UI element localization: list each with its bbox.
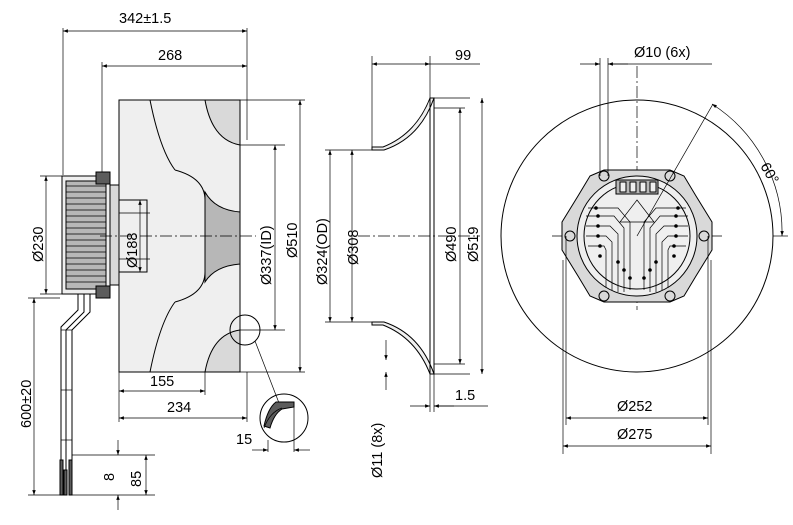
dim-front-275: Ø275 [617, 427, 652, 443]
side-view: 342±1.5 268 Ø230 [19, 11, 310, 510]
housing-view: 99 Ø324(OD) Ø308 Ø490 Ø519 1.5 [315, 48, 488, 478]
dim-front-252: Ø252 [617, 399, 652, 415]
dim-shaft-diameter: Ø188 [125, 233, 141, 268]
dim-inner-diameter: Ø337(ID) [259, 225, 275, 285]
mount-hole-4 [698, 230, 710, 242]
dim-housing-519: Ø519 [466, 227, 482, 262]
dim-wheel-length: 268 [158, 48, 182, 64]
dim-outer-diameter: Ø510 [285, 223, 301, 258]
dim-housing-holes: Ø11 (8x) [370, 423, 386, 478]
housing-profile-upper [371, 97, 435, 151]
dim-front-angle: 60° [757, 160, 782, 187]
dim-overall-length: 342±1.5 [119, 11, 171, 27]
dim-width-234: 234 [167, 400, 191, 416]
dim-detail-15: 15 [236, 432, 252, 448]
dim-housing-thickness: 1.5 [455, 388, 475, 404]
mount-hole-5 [598, 290, 610, 302]
mount-hole-6 [664, 290, 676, 302]
dim-cable-8: 8 [102, 473, 118, 481]
dim-housing-depth: 99 [455, 48, 471, 64]
mount-hole-3 [564, 230, 576, 242]
detail-circle [229, 314, 261, 346]
backplate [109, 184, 120, 286]
dim-housing-490: Ø490 [444, 227, 460, 262]
dim-housing-od: Ø324(OD) [315, 218, 331, 285]
dim-cable-length: 600±20 [19, 380, 35, 428]
mount-hole-1 [598, 170, 610, 182]
dim-cable-85: 85 [129, 471, 145, 487]
detail-magnified [259, 393, 309, 443]
dim-front-holes: Ø10 (6x) [634, 45, 690, 61]
housing-profile-lower [371, 321, 435, 375]
cable-1 [65, 294, 85, 495]
dim-motor-diameter: Ø230 [31, 227, 47, 262]
dim-width-155: 155 [150, 374, 174, 390]
dim-housing-308: Ø308 [346, 230, 362, 265]
motor-fins [66, 185, 106, 283]
mount-hole-2 [664, 170, 676, 182]
motor-dots [594, 206, 680, 280]
front-view: Ø10 (6x) 60° Ø252 Ø275 [500, 45, 788, 454]
